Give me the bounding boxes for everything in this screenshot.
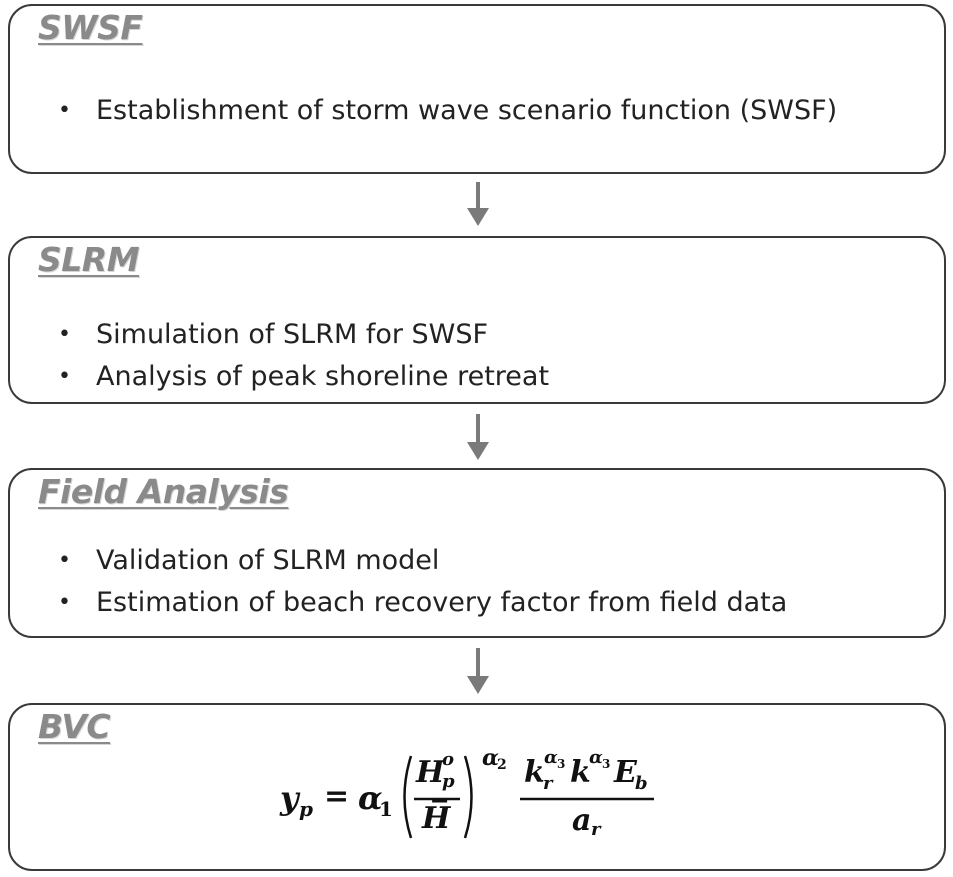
down-arrow-icon — [467, 182, 489, 226]
step-title-field-analysis: Field Analysis — [38, 472, 289, 511]
formula-num-k2-sup-sub: 3 — [602, 757, 611, 771]
bullet-item: • Validation of SLRM model — [58, 540, 787, 582]
formula-lhs-sub: p — [299, 797, 313, 821]
bullet-item: • Simulation of SLRM for SWSF — [58, 314, 549, 356]
formula-ratio-num-sub: p — [442, 771, 455, 792]
bullet-text: Analysis of peak shoreline retreat — [96, 361, 550, 392]
step-bullets-swsf: • Establishment of storm wave scenario fu… — [58, 90, 837, 132]
formula-coef: α — [358, 779, 383, 817]
step-bullets-field-analysis: • Validation of SLRM model • Estimation of… — [58, 540, 787, 624]
down-arrow-icon — [467, 414, 489, 460]
bullet-dot-icon: • — [58, 322, 71, 347]
bullet-text: Simulation of SLRM for SWSF — [96, 319, 489, 350]
bullet-dot-icon: • — [58, 98, 71, 123]
formula-ratio-num: H — [416, 755, 445, 790]
formula-num-k1: k — [524, 755, 545, 790]
formula-num-k2: k — [570, 755, 591, 790]
bvc-formula: y p = α 1 H o p H̅ α 2 k r α 3 k α 3 — [280, 745, 720, 849]
bullet-text: Validation of SLRM model — [96, 545, 440, 576]
down-arrow-icon — [467, 648, 489, 694]
formula-num-k2-sup: α — [589, 747, 603, 768]
formula-left-paren — [403, 755, 413, 839]
bullet-item: • Estimation of beach recovery factor fro… — [58, 582, 787, 624]
bullet-text: Establishment of storm wave scenario fun… — [96, 95, 838, 126]
step-box-bvc: BVC y p = α 1 H o p H̅ α 2 k r α 3 — [8, 703, 946, 871]
formula-ratio-den: H̅ — [422, 801, 451, 836]
step-title-swsf: SWSF — [38, 8, 143, 47]
formula-den-sub: r — [591, 819, 601, 840]
bullet-text: Estimation of beach recovery factor from… — [96, 587, 788, 618]
step-box-swsf: SWSF • Establishment of storm wave scenar… — [8, 4, 946, 174]
formula-lhs: y — [280, 779, 299, 817]
formula-num-k1-sup: α — [544, 747, 558, 768]
formula-ratio-exp: α — [482, 745, 499, 771]
step-box-field-analysis: Field Analysis • Validation of SLRM model… — [8, 468, 946, 638]
formula-den: a — [572, 803, 592, 838]
formula-ratio-num-sup: o — [442, 749, 455, 770]
formula-num-k1-sub: r — [543, 773, 553, 794]
bullet-dot-icon: • — [58, 548, 71, 573]
formula-num-k1-sup-sub: 3 — [557, 757, 566, 771]
bullet-dot-icon: • — [58, 364, 71, 389]
formula-ratio-exp-sub: 2 — [497, 757, 507, 773]
formula-ratio-bar — [414, 797, 460, 801]
bullet-item: • Establishment of storm wave scenario fu… — [58, 90, 837, 132]
bullet-item: • Analysis of peak shoreline retreat — [58, 356, 549, 398]
bullet-dot-icon: • — [58, 590, 71, 615]
step-box-slrm: SLRM • Simulation of SLRM for SWSF • Analy… — [8, 236, 946, 404]
step-title-bvc: BVC — [38, 707, 111, 746]
formula-right-paren — [463, 755, 473, 839]
formula-main-bar — [520, 797, 654, 801]
step-bullets-slrm: • Simulation of SLRM for SWSF • Analysis o… — [58, 314, 549, 398]
formula-coef-sub: 1 — [379, 797, 393, 821]
formula-num-e: E — [614, 755, 637, 790]
formula-num-e-sub: b — [635, 773, 648, 794]
formula-equals: = — [324, 779, 350, 814]
step-title-slrm: SLRM — [38, 240, 140, 279]
